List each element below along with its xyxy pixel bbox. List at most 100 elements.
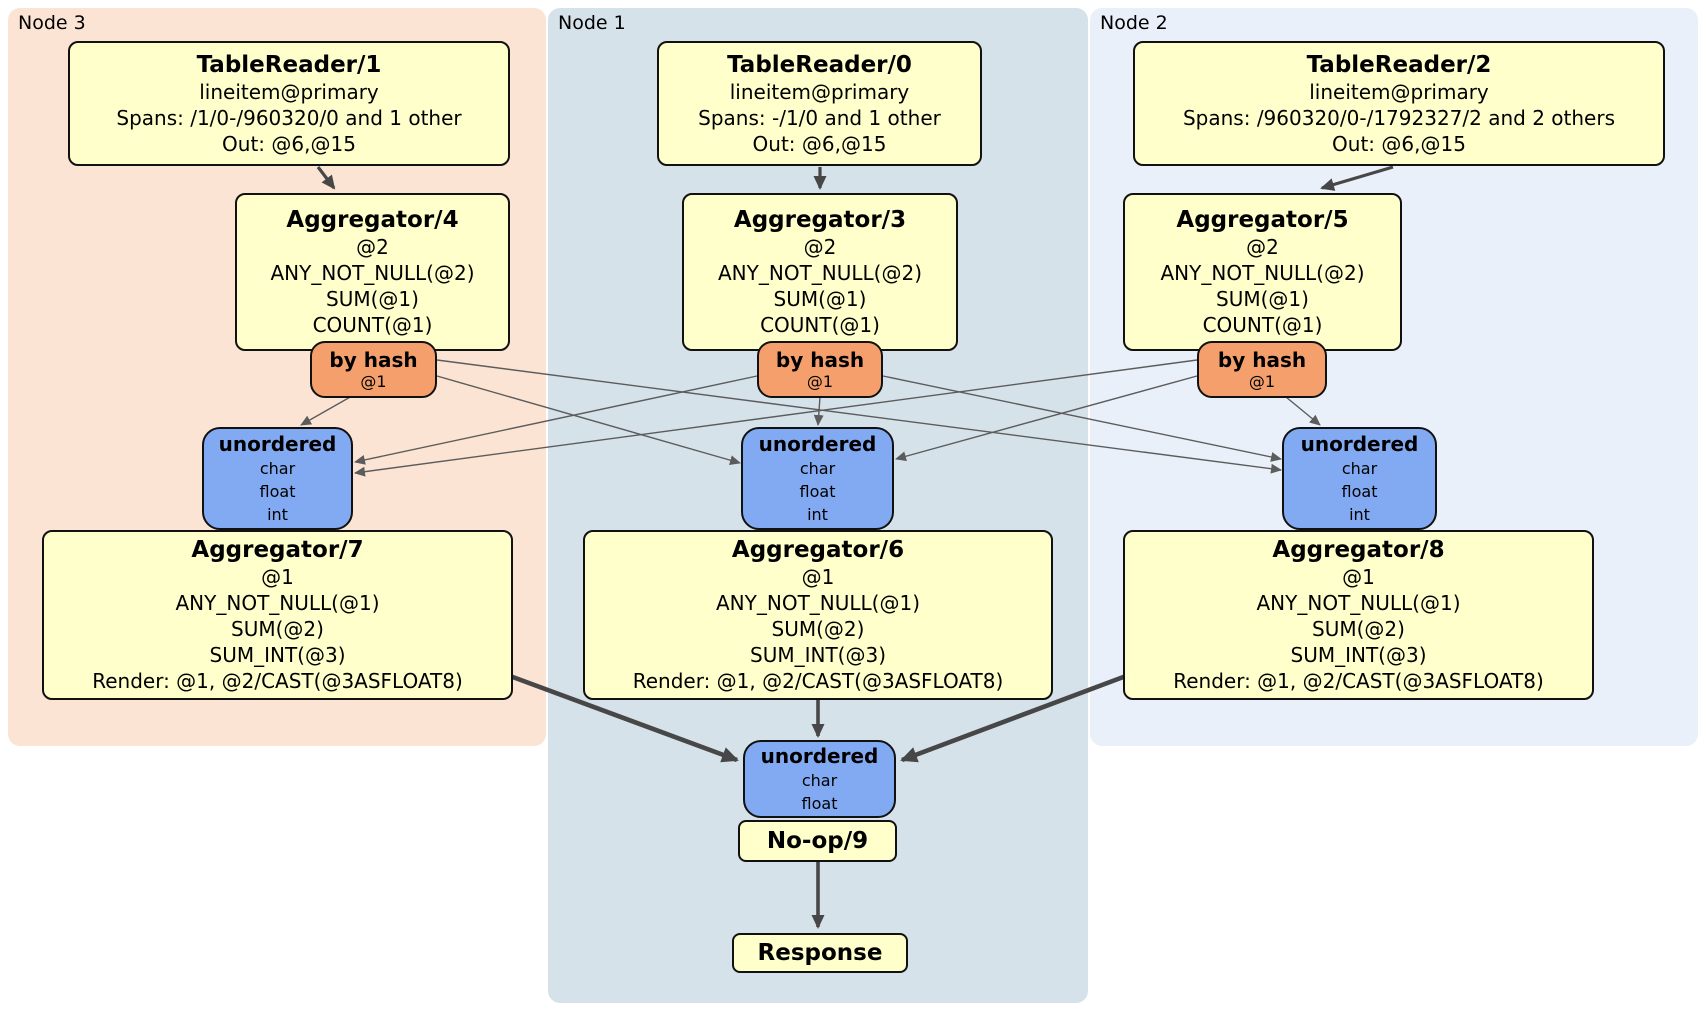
box-row: Render: @1, @2/CAST(@3ASFLOAT8) (632, 669, 1004, 693)
box-title: Aggregator/3 (733, 207, 907, 233)
hash-router-node1: by hash @1 (757, 341, 883, 398)
box-row: Render: @1, @2/CAST(@3ASFLOAT8) (92, 669, 463, 693)
box-title: Aggregator/5 (1176, 207, 1349, 233)
box-title: Aggregator/6 (731, 537, 905, 563)
box-title: Response (757, 940, 883, 966)
edge-router1-sync2 (882, 375, 1282, 462)
box-row: ANY_NOT_NULL(@2) (718, 261, 922, 285)
edge-router1-sync3 (354, 375, 758, 465)
edge-tablereader1-aggregator4 (316, 166, 336, 190)
box-row: Out: @6,@15 (1332, 131, 1466, 156)
edge-router2-sync3 (354, 359, 1198, 477)
box-row: SUM(@1) (1216, 287, 1309, 311)
box-row: SUM(@2) (231, 617, 324, 641)
box-row: @1 (1342, 565, 1375, 589)
sync-row: float (799, 481, 836, 501)
box-row: @1 (801, 565, 835, 589)
box-row: @2 (1246, 235, 1279, 259)
router-title: by hash (329, 347, 418, 372)
box-row: @2 (803, 235, 837, 259)
box-row: SUM(@2) (771, 617, 865, 641)
sync-row: float (801, 793, 838, 813)
edge-aggregator8-finalsync (900, 673, 1127, 763)
sync-row: char (1341, 458, 1378, 478)
aggregator-8-box: Aggregator/8 @1 ANY_NOT_NULL(@1) SUM(@2)… (1123, 530, 1594, 700)
box-row: COUNT(@1) (312, 313, 433, 337)
table-reader-1-box: TableReader/1 lineitem@primary Spans: /1… (68, 41, 510, 166)
box-title: No-op/9 (766, 828, 869, 854)
edge-router2-sync2 (1285, 396, 1321, 426)
sync-title: unordered (218, 431, 337, 456)
node-panel-label: Node 2 (1100, 12, 1168, 34)
sync-row: int (807, 504, 828, 524)
box-row: @2 (356, 235, 389, 259)
box-row: Render: @1, @2/CAST(@3ASFLOAT8) (1173, 669, 1544, 693)
box-title: TableReader/2 (1306, 51, 1492, 78)
box-row: ANY_NOT_NULL(@2) (270, 261, 475, 285)
table-reader-2-box: TableReader/2 lineitem@primary Spans: /9… (1133, 41, 1665, 166)
box-row: Out: @6,@15 (752, 131, 887, 156)
box-row: SUM(@2) (1312, 617, 1405, 641)
sync-row: int (267, 504, 288, 524)
edge-router3-sync3 (300, 395, 353, 426)
box-row: ANY_NOT_NULL(@1) (1256, 591, 1461, 615)
box-row: SUM_INT(@3) (750, 643, 886, 667)
sync-row: float (1341, 481, 1378, 501)
edge-router3-sync1 (436, 375, 741, 466)
sync-row: char (259, 458, 296, 478)
box-row: COUNT(@1) (1202, 313, 1323, 337)
aggregator-3-box: Aggregator/3 @2 ANY_NOT_NULL(@2) SUM(@1)… (682, 193, 958, 351)
sync-row: char (801, 770, 838, 790)
box-row: ANY_NOT_NULL(@1) (175, 591, 380, 615)
router-subtitle: @1 (360, 371, 387, 391)
box-row: SUM_INT(@3) (209, 643, 346, 667)
box-row: lineitem@primary (199, 79, 379, 104)
box-row: @1 (261, 565, 294, 589)
router-subtitle: @1 (1248, 371, 1276, 391)
box-row: Spans: -/1/0 and 1 other (698, 105, 941, 130)
unordered-sync-node3: unordered char float int (202, 427, 353, 530)
box-row: SUM(@1) (326, 287, 419, 311)
router-title: by hash (775, 347, 865, 372)
aggregator-5-box: Aggregator/5 @2 ANY_NOT_NULL(@2) SUM(@1)… (1123, 193, 1402, 351)
aggregator-7-box: Aggregator/7 @1 ANY_NOT_NULL(@1) SUM(@2)… (42, 530, 513, 700)
sync-title: unordered (758, 431, 877, 456)
box-row: COUNT(@1) (760, 313, 880, 337)
edge-router3-sync2 (436, 359, 1282, 474)
node-panel-label: Node 1 (558, 12, 626, 34)
response-box: Response (732, 933, 908, 973)
box-row: lineitem@primary (1309, 79, 1489, 104)
sync-title: unordered (760, 743, 879, 768)
node-panel-label: Node 3 (18, 12, 86, 34)
box-title: TableReader/0 (727, 51, 912, 78)
table-reader-0-box: TableReader/0 lineitem@primary Spans: -/… (657, 41, 982, 166)
edge-aggregator7-finalsync (509, 673, 739, 763)
router-title: by hash (1217, 347, 1307, 372)
box-row: ANY_NOT_NULL(@1) (716, 591, 920, 615)
router-subtitle: @1 (806, 371, 834, 391)
edge-router2-sync1 (895, 375, 1198, 462)
box-row: ANY_NOT_NULL(@2) (1160, 261, 1365, 285)
edge-tablereader2-aggregator5 (1320, 165, 1394, 191)
box-row: Out: @6,@15 (222, 131, 356, 156)
aggregator-4-box: Aggregator/4 @2 ANY_NOT_NULL(@2) SUM(@1)… (235, 193, 510, 351)
box-row: lineitem@primary (729, 79, 910, 104)
aggregator-6-box: Aggregator/6 @1 ANY_NOT_NULL(@1) SUM(@2)… (583, 530, 1053, 700)
box-title: Aggregator/4 (286, 207, 459, 233)
unordered-sync-final: unordered char float (743, 740, 896, 818)
box-title: Aggregator/8 (1272, 537, 1445, 563)
hash-router-node3: by hash @1 (310, 341, 437, 398)
unordered-sync-node1: unordered char float int (741, 427, 894, 530)
box-row: Spans: /1/0-/960320/0 and 1 other (116, 105, 462, 130)
box-row: SUM_INT(@3) (1290, 643, 1427, 667)
sync-title: unordered (1300, 431, 1419, 456)
noop-box: No-op/9 (738, 820, 897, 862)
box-row: Spans: /960320/0-/1792327/2 and 2 others (1182, 105, 1615, 130)
box-title: TableReader/1 (196, 51, 382, 78)
sync-row: float (259, 481, 296, 501)
unordered-sync-node2: unordered char float int (1282, 427, 1437, 530)
sync-row: int (1349, 504, 1370, 524)
sync-row: char (799, 458, 836, 478)
